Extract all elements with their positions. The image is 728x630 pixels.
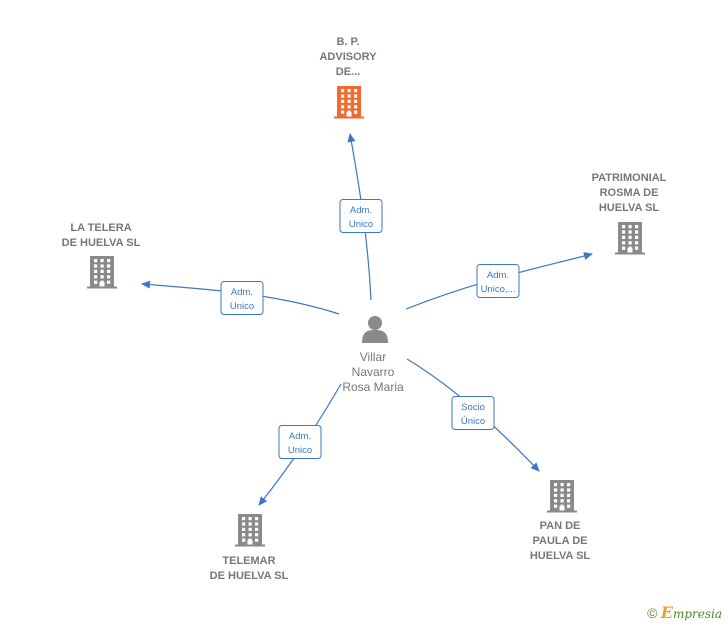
company-node-pan[interactable]: PAN DE PAULA DE HUELVA SL	[530, 480, 591, 562]
edge-label-box[interactable]	[278, 425, 322, 459]
edge-bp: Adm. Unico	[339, 133, 383, 301]
company-name-line: ROSMA DE	[600, 187, 659, 199]
edge-patrimonial: Adm. Unico,...	[405, 252, 593, 310]
company-node-patrimonial[interactable]: PATRIMONIAL ROSMA DE HUELVA SL	[592, 172, 667, 255]
company-name: PATRIMONIAL ROSMA DE HUELVA SL	[592, 172, 667, 214]
edge-label-box[interactable]	[451, 396, 495, 430]
company-name: B. P. ADVISORY DE...	[319, 36, 377, 78]
edge-label-box[interactable]	[339, 199, 383, 233]
edge-telemar: Adm. Unico	[258, 383, 342, 506]
company-node-telera[interactable]: LA TELERA DE HUELVA SL	[62, 222, 141, 289]
edge-label-box[interactable]	[476, 264, 520, 298]
brand-name: mpresia	[672, 607, 722, 621]
edge-telera: Adm. Unico	[141, 280, 340, 315]
footer-brand: © Empresia	[647, 603, 722, 622]
company-node-bp[interactable]: B. P. ADVISORY DE...	[319, 36, 377, 119]
edge-label-line: Unico	[349, 219, 373, 230]
building-icon[interactable]	[235, 514, 265, 547]
company-name-line: HUELVA SL	[530, 550, 591, 562]
company-name-line: TELEMAR	[222, 555, 275, 567]
edge-label-line: Adm.	[289, 431, 311, 442]
copyright-symbol: ©	[647, 605, 658, 621]
edge-label-line: Adm.	[231, 287, 253, 298]
person-name-line: Rosa Maria	[342, 380, 404, 394]
edge-label-line: Unico,...	[481, 284, 516, 295]
edge-label: Adm. Unico	[288, 431, 312, 456]
company-name: LA TELERA DE HUELVA SL	[62, 222, 141, 249]
edge-label-line: Único	[461, 416, 485, 427]
company-name-line: PATRIMONIAL	[592, 172, 667, 184]
person-name-line: Navarro	[352, 365, 395, 379]
company-name: TELEMAR DE HUELVA SL	[210, 555, 289, 582]
edge-label-line: Adm.	[350, 205, 372, 216]
company-name-line: B. P.	[336, 36, 359, 48]
company-name-line: DE...	[336, 66, 360, 78]
company-node-telemar[interactable]: TELEMAR DE HUELVA SL	[210, 514, 289, 582]
company-name-line: PAN DE	[540, 520, 581, 532]
person-icon[interactable]	[362, 316, 388, 343]
building-icon[interactable]	[334, 86, 364, 119]
edge-label-line: Unico	[230, 301, 254, 312]
building-icon[interactable]	[547, 480, 577, 513]
company-name-line: ADVISORY	[319, 51, 377, 63]
edge-label: Adm. Unico	[230, 287, 254, 312]
edge-label-line: Adm.	[487, 270, 509, 281]
edge-label: Adm. Unico	[349, 205, 373, 230]
edge-label-line: Unico	[288, 445, 312, 456]
building-icon[interactable]	[87, 256, 117, 289]
company-name-line: DE HUELVA SL	[210, 570, 289, 582]
edge-label: Adm. Unico,...	[481, 270, 516, 295]
company-name-line: DE HUELVA SL	[62, 237, 141, 249]
person-name-line: Villar	[360, 350, 386, 364]
building-icon[interactable]	[615, 222, 645, 255]
edge-label-line: Socio	[461, 402, 485, 413]
brand-logo-initial: E	[660, 603, 673, 622]
company-name-line: LA TELERA	[70, 222, 131, 234]
company-name: PAN DE PAULA DE HUELVA SL	[530, 520, 591, 562]
company-name-line: PAULA DE	[533, 535, 588, 547]
company-name-line: HUELVA SL	[599, 202, 660, 214]
edge-label-box[interactable]	[220, 281, 264, 315]
